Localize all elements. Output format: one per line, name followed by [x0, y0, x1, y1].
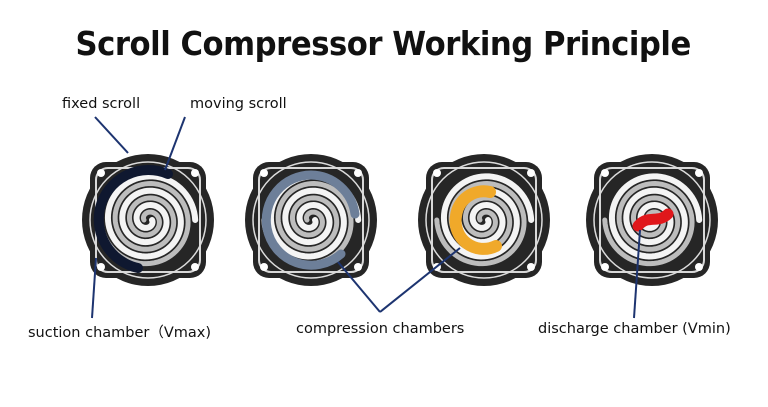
leader-compression-1: [337, 261, 381, 313]
label-fixed-scroll: fixed scroll: [62, 96, 141, 112]
stage-2-compression: [244, 153, 378, 287]
leader-moving-scroll: [164, 116, 186, 171]
label-suction-chamber: suction chamber（Vmax): [28, 325, 212, 341]
leader-compression-2: [379, 247, 461, 313]
compression-chamber-highlight-1: [261, 170, 360, 270]
fixed-scroll-spiral-1: [104, 173, 199, 260]
discharge-chamber-highlight: [632, 208, 674, 232]
stage-4-discharge: [585, 153, 719, 287]
moving-scroll-spiral-2: [261, 181, 354, 267]
fixed-scroll-spiral-2: [267, 173, 362, 260]
label-discharge-chamber: discharge chamber (Vmin): [538, 321, 731, 337]
suction-chamber-highlight: [93, 165, 173, 273]
leader-suction-chamber: [91, 257, 97, 319]
stage-1-suction: [81, 153, 215, 287]
moving-scroll-spiral-1: [98, 181, 191, 267]
moving-scroll-spiral-3: [434, 181, 527, 267]
stage-3-compression: [417, 153, 551, 287]
label-moving-scroll: moving scroll: [190, 96, 287, 112]
compression-chamber-highlight-2: [449, 185, 502, 255]
leader-lines: [91, 116, 641, 319]
label-compression-chambers: compression chambers: [296, 321, 465, 337]
leader-discharge-chamber: [633, 229, 641, 319]
page-title: Scroll Compressor Working Principle: [75, 24, 691, 63]
leader-fixed-scroll: [94, 116, 129, 154]
